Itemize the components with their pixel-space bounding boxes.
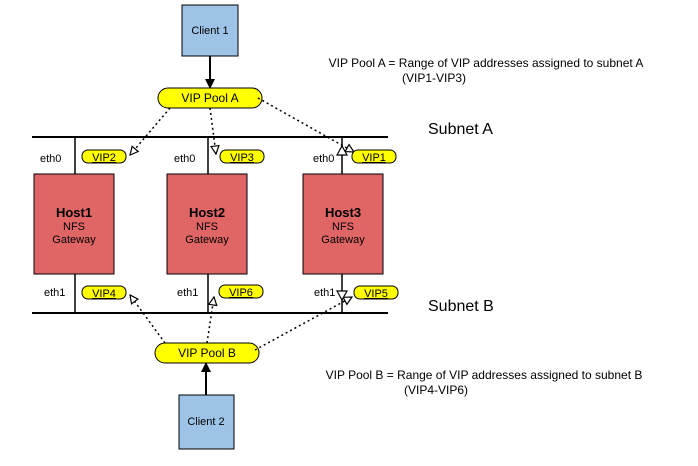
pool-a-to-vip2 [130,107,171,155]
pool-a-note-line2: (VIP1-VIP3) [402,71,466,85]
host-1-name: Host1 [56,205,92,220]
vip6-label: VIP6 [229,287,253,299]
host3-eth0-arrowhead-icon [335,144,349,156]
host-3-eth1-label: eth1 [314,287,335,299]
vip2-label: VIP2 [92,152,116,164]
vip3-label: VIP3 [230,152,254,164]
host-3-name: Host3 [325,205,361,220]
host-3-eth0-label: eth0 [313,153,334,165]
vip1-badge [351,149,397,164]
host-3-role-line2: Gateway [321,234,365,246]
pool-b-to-vip5 [254,296,352,351]
host-1-box [33,173,115,275]
pool-b-note-line2: (VIP4-VIP6) [404,383,468,397]
vip1-label: VIP1 [362,152,386,164]
vip-pool-b-label: VIP Pool B [178,346,236,360]
vip5-badge [353,285,399,300]
vip2-badge [81,149,127,164]
client-1-box [181,4,239,57]
host-2-box [166,173,248,275]
vip4-badge [81,285,127,300]
host-1-role-line2: Gateway [52,234,96,246]
host-2-role-line2: Gateway [185,234,229,246]
subnet-b-label: Subnet B [428,298,494,315]
host3-eth1-arrowhead-icon [335,290,349,302]
client-2-box [178,394,235,450]
host-1-role-line1: NFS [63,221,85,233]
pool-a-note-line1: VIP Pool A = Range of VIP addresses assi… [329,56,644,70]
vip-pool-a-label: VIP Pool A [181,91,238,105]
host-2-eth0-label: eth0 [174,153,195,165]
client-1-label: Client 1 [191,25,228,37]
host-2-name: Host2 [189,205,225,220]
host-2-role-line1: NFS [196,221,218,233]
client-2-label: Client 2 [187,416,224,428]
pool-a-to-vip3 [209,107,216,154]
host-2-eth1-label: eth1 [177,287,198,299]
vip5-label: VIP5 [364,288,388,300]
subnet-a-label: Subnet A [428,121,493,138]
vip3-badge [219,149,265,164]
vip4-label: VIP4 [92,288,116,300]
host-3-box [302,173,384,275]
host-3-role-line1: NFS [332,221,354,233]
pool-a-to-vip1 [257,97,354,152]
vip6-badge [218,284,264,299]
host-1-eth1-label: eth1 [44,287,65,299]
pool-b-note-line1: VIP Pool B = Range of VIP addresses assi… [326,368,643,382]
host-1-eth0-label: eth0 [40,153,61,165]
pool-b-to-vip4 [130,295,166,344]
